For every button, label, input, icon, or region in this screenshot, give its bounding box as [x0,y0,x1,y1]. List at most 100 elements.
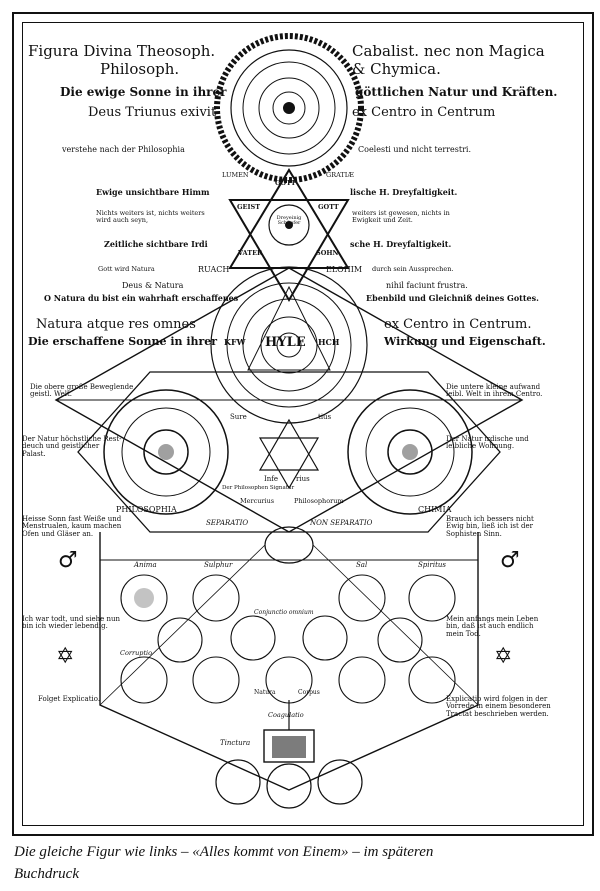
elohim-label: ELOHIM [326,265,363,274]
header-left-line-3: verstehe nach der Philosophia [62,145,185,154]
sun-disk-ring-2 [242,61,336,155]
spiritus-label: Spiritus [418,561,447,569]
star-left-label: GEIST [237,203,261,211]
side-note-right-5: Explicatio wird folgen in der Vorrede in… [446,695,551,718]
mercurius-label: Mercurius [240,497,275,505]
medallion-r2 [377,617,423,663]
hyle-circle-5 [276,332,302,358]
middle-left-frak: O Natura du bist ein wahrhaft erschaffen… [44,293,239,303]
hexagram-left-icon: ✡ [56,644,75,669]
side-note-left-2: Der Natur höchstliche Rest-deuch und gei… [22,435,122,458]
star-right-label: GOTT [318,203,339,211]
medallion-corruptio [120,656,168,704]
medallion-conjunctio-l [230,615,276,661]
rius-label: rius [296,475,310,483]
hexagram-right-icon: ✡ [494,644,513,669]
sure-label: Sure [230,413,247,421]
star-left-2: Zeitliche sichtbare Irdi [104,239,208,249]
separatio-label: SEPARATIO [206,519,249,527]
hexagram-down [228,199,350,302]
title-right-1: Cabalist. nec non Magica [352,42,545,60]
medallion-spiritus [408,574,456,622]
side-note-right-4: Mein anfangs mein Leben bin, daß ist auc… [446,615,539,638]
anima-label: Anima [134,561,157,569]
philosophia-label: PHILOSOPHIA [116,505,177,514]
star-bottom-left-label: VATER [238,249,263,257]
non-separatio-label: NON SEPARATIO [310,519,373,527]
sun-disk-center [272,91,306,125]
star-center-circle [268,204,310,246]
sal-label: Sal [356,561,368,569]
sulphur-label: Sulphur [204,561,233,569]
medallion-anima [120,574,168,622]
star-left-1: Ewige unsichtbare Himm [96,187,210,197]
hyle-circle-1 [210,266,368,424]
chimia-label: CHIMIA [418,505,452,514]
star-right-small: weiters ist gewesen, nichts in Ewigkeit … [352,209,450,224]
side-note-right-2: Der Natur irdische und leibliche Wohnung… [446,435,529,451]
right-wheel-outer [347,389,473,515]
hyle-label: HYLE [265,335,306,350]
mars-venus-left-icon: ♂ [58,548,78,573]
bottom-medallion-mid [266,763,312,809]
bottom-medallion-right [317,759,363,805]
side-note-left-4: Ich war todt, und siehe nun bin ich wied… [22,615,121,631]
medallion-l2 [157,617,203,663]
side-note-right-1: Die untere kleine aufwand leibl. Welt in… [446,383,543,399]
side-note-left-1: Die obere große Beweglende geistl. Welt. [30,383,134,399]
star-top-label: GOTT [275,179,296,187]
left-wheel-outer [103,389,229,515]
header-left-line-1: Die ewige Sonne in ihrer [60,85,227,99]
natura-left: Natura atque res omnes [36,317,196,332]
sun-disk-outer [214,33,364,183]
hyle-circle-2 [226,282,352,408]
header-right-line-3: Coelesti und nicht terrestri. [358,145,472,154]
corruptio-label: Corruptio [120,649,153,657]
mars-venus-right-icon: ♂ [500,548,520,573]
star-center-label: Dreyeinig Schöpfer [276,215,302,227]
natura-right: ex Centro in Centrum. [384,317,532,332]
infe-label: Infe [264,475,279,483]
hyle-circle-4 [260,316,318,374]
title-left-1: Figura Divina Theosoph. [28,42,216,60]
tius-label: tius [318,413,332,421]
medallion-r4 [408,656,456,704]
circle-letters-right: HCH [318,337,340,347]
medallion-l3 [192,656,240,704]
medallion-conjunctio-r [302,615,348,661]
medallion-sulphur [192,574,240,622]
left-wheel-inner [143,429,189,475]
ruach-label: RUACH [198,265,230,274]
tinctura-label: Tinctura [220,739,251,747]
bottom-medallion-left [215,759,261,805]
caption-line-2: Buchdruck [14,865,79,882]
deus-natura: Deus & Natura [122,281,184,290]
philosophorum-label: Philosophorum [294,497,344,505]
title-right-2: & Chymica. [352,60,441,78]
header-right-line-1: göttlichen Natur und Kräften. [355,85,558,99]
title-left-2: Philosoph. [100,60,180,78]
engraving-frame [12,12,594,836]
right-wheel-mid [365,407,455,497]
star-right-1: lische H. Dreyfaltigkeit. [350,187,458,197]
sun-disk-ring [230,49,348,167]
star-bottom-right-label: SOHN [316,249,339,257]
conjunctio-label: Conjunctio omnium [254,609,314,616]
gratiae-label: GRATIÆ [326,171,354,179]
right-wheel-inner [387,429,433,475]
sonne-right: Wirkung und Eigenschaft. [384,335,546,348]
header-left-line-2: Deus Triunus exivit [88,105,217,120]
coagulatio-label: Coagulatio [268,711,304,719]
sonne-left: Die erschaffene Sonne in ihrer [28,335,218,348]
side-note-left-5: Folget Explicatio. [38,695,101,703]
engraving-inner-border [22,22,584,826]
medallion-sal [338,574,386,622]
philosophen-signatur: Der Philosophen Signatur [222,485,295,491]
caption-line-1: Die gleiche Figur wie links – «Alles kom… [14,844,434,860]
natura-small-label: Natura [254,689,276,696]
side-note-right-3: Brauch ich bessers nicht Ewig bin, ließ … [446,515,534,538]
left-wheel-mid [121,407,211,497]
medallion-r3 [338,656,386,704]
nihil-faciunt: nihil faciunt frustra. [386,281,468,290]
